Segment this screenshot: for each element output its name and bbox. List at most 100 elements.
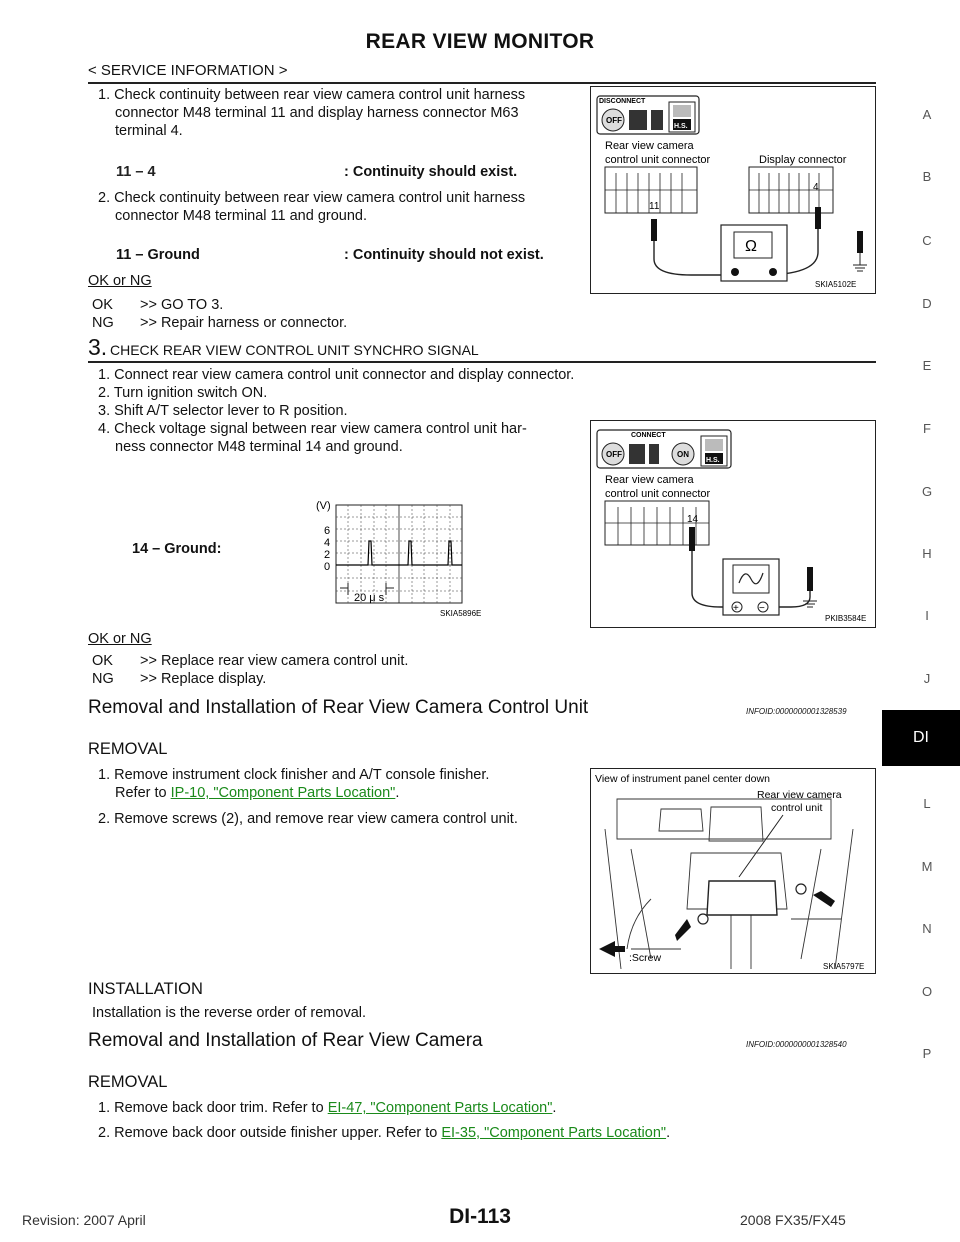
section-title-control-unit: Removal and Installation of Rear View Ca… <box>88 697 589 718</box>
index-a[interactable]: A <box>922 107 932 122</box>
step2-item2: 2. Check continuity between rear view ca… <box>98 190 526 224</box>
svg-text:+: + <box>733 603 739 614</box>
index-n[interactable]: N <box>922 921 932 936</box>
section-title-camera: Removal and Installation of Rear View Ca… <box>88 1030 483 1051</box>
section1-item1: 1. Remove instrument clock finisher and … <box>98 767 490 801</box>
model-label: 2008 FX35/FX45 <box>740 1212 846 1228</box>
step3-item3: 3. Shift A/T selector lever to R positio… <box>98 403 348 419</box>
index-f[interactable]: F <box>923 421 931 436</box>
index-o[interactable]: O <box>921 984 933 999</box>
terminal-14: 14 <box>687 514 699 525</box>
removal-heading-2: REMOVAL <box>88 1073 168 1091</box>
installation-heading: INSTALLATION <box>88 980 203 998</box>
link-ei-35[interactable]: EI-35, "Component Parts Location" <box>441 1125 667 1141</box>
svg-text:ON: ON <box>677 450 689 459</box>
synchro-signal-waveform: (V) 6 4 2 0 20 μ s SKIA5896E <box>316 500 481 618</box>
index-c[interactable]: C <box>922 233 932 248</box>
svg-text:H.S.: H.S. <box>674 123 688 130</box>
ok-label-2: OK <box>92 653 113 669</box>
ng-action: >> Repair harness or connector. <box>140 315 348 331</box>
revision-label: Revision: 2007 April <box>22 1212 146 1228</box>
view-label: View of instrument panel center down <box>595 773 770 785</box>
instrument-panel-figure: View of instrument panel center down Rea… <box>590 768 876 974</box>
index-di-active[interactable]: DI <box>882 710 960 766</box>
svg-text:20 μ s: 20 μ s <box>354 592 385 604</box>
ok-action: >> GO TO 3. <box>140 297 224 313</box>
step3-item4: 4. Check voltage signal between rear vie… <box>98 421 527 455</box>
ok-label: OK <box>92 297 113 313</box>
figure-id: SKIA5102E <box>815 280 856 289</box>
spec2-result: : Continuity should not exist. <box>344 247 544 263</box>
instrument-panel-diagram: View of instrument panel center down Rea… <box>595 773 864 971</box>
figure-id: SKIA5797E <box>823 962 864 971</box>
continuity-figure: DISCONNECT OFF H.S. Rear view camera con… <box>590 86 876 294</box>
step3-number: 3. <box>88 334 108 360</box>
ng-label-2: NG <box>92 671 114 687</box>
connect-label: CONNECT <box>631 432 666 439</box>
spec-14-ground: 14 – Ground: <box>132 541 222 557</box>
svg-text:4: 4 <box>324 537 330 549</box>
display-connector-label: Display connector <box>759 154 847 166</box>
section2-item1: 1. Remove back door trim. Refer to EI-47… <box>98 1100 557 1116</box>
step3-rule <box>88 361 876 363</box>
ok-action-2: >> Replace rear view camera control unit… <box>140 653 409 669</box>
header-rule <box>88 82 876 84</box>
section2-item2: 2. Remove back door outside finisher upp… <box>98 1125 671 1141</box>
index-i[interactable]: I <box>925 608 929 623</box>
ng-action-2: >> Replace display. <box>140 671 267 687</box>
svg-text:6: 6 <box>324 525 330 537</box>
svg-text:(V): (V) <box>316 500 331 512</box>
index-j[interactable]: J <box>923 671 931 686</box>
svg-text:control unit: control unit <box>771 802 822 814</box>
infoid-camera: INFOID:0000000001328540 <box>746 1040 847 1049</box>
screw-legend: :Screw <box>629 952 662 964</box>
svg-text:2: 2 <box>324 549 330 561</box>
index-m[interactable]: M <box>921 859 933 874</box>
continuity-diagram: DISCONNECT OFF H.S. Rear view camera con… <box>596 95 867 289</box>
terminal-11: 11 <box>649 201 660 212</box>
camera-unit-label: Rear view camera <box>757 789 842 801</box>
spec2-terminals: 11 – Ground <box>116 247 200 263</box>
step3-item2: 2. Turn ignition switch ON. <box>98 385 268 401</box>
page-number: DI-113 <box>449 1205 511 1228</box>
ok-or-ng-label: OK or NG <box>88 273 152 289</box>
svg-text:OFF: OFF <box>606 450 622 459</box>
section-subtitle: < SERVICE INFORMATION > <box>88 62 288 79</box>
index-d[interactable]: D <box>922 296 932 311</box>
svg-text:SKIA5896E: SKIA5896E <box>440 609 481 618</box>
step2-item1: 1. Check continuity between rear view ca… <box>98 87 526 139</box>
removal-heading: REMOVAL <box>88 740 168 758</box>
page-title: REAR VIEW MONITOR <box>365 30 595 53</box>
svg-text:−: − <box>759 603 765 614</box>
infoid-control-unit: INFOID:0000000001328539 <box>746 707 847 716</box>
svg-text:control unit connector: control unit connector <box>605 154 711 166</box>
ok-or-ng-label-2: OK or NG <box>88 631 152 647</box>
index-g[interactable]: G <box>921 484 933 499</box>
svg-text:control unit connector: control unit connector <box>605 488 711 500</box>
camera-connector-label: Rear view camera <box>605 140 695 152</box>
installation-text: Installation is the reverse order of rem… <box>92 1005 367 1021</box>
disconnect-label: DISCONNECT <box>599 98 646 105</box>
link-ip-10[interactable]: IP-10, "Component Parts Location" <box>170 785 396 801</box>
index-l[interactable]: L <box>923 796 931 811</box>
section1-item2: 2. Remove screws (2), and remove rear vi… <box>98 811 518 827</box>
index-b[interactable]: B <box>922 169 932 184</box>
ohm-icon: Ω <box>745 238 757 255</box>
index-h[interactable]: H <box>922 546 932 561</box>
step3-heading: CHECK REAR VIEW CONTROL UNIT SYNCHRO SIG… <box>110 342 479 358</box>
spec1-terminals: 11 – 4 <box>116 164 156 180</box>
step3-item1: 1. Connect rear view camera control unit… <box>98 367 575 383</box>
synchro-signal-diagram: CONNECT OFF ON H.S. Rear view camera con… <box>596 429 866 623</box>
link-ei-47[interactable]: EI-47, "Component Parts Location" <box>327 1100 553 1116</box>
terminal-4: 4 <box>813 182 819 193</box>
camera-connector-label: Rear view camera <box>605 474 695 486</box>
svg-text:H.S.: H.S. <box>706 457 720 464</box>
index-p[interactable]: P <box>922 1046 932 1061</box>
figure-id: PKIB3584E <box>825 614 866 623</box>
index-e[interactable]: E <box>922 358 932 373</box>
synchro-signal-figure: CONNECT OFF ON H.S. Rear view camera con… <box>590 420 876 628</box>
svg-text:0: 0 <box>324 561 330 573</box>
svg-text:OFF: OFF <box>606 116 622 125</box>
ng-label: NG <box>92 315 114 331</box>
spec1-result: : Continuity should exist. <box>344 164 518 180</box>
